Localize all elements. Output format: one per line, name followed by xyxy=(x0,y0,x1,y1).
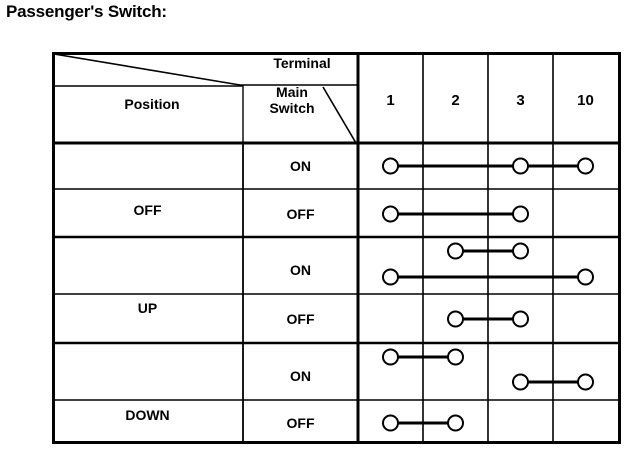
header-main-switch-label: Main Switch xyxy=(269,84,315,116)
main-switch-state-4: ON xyxy=(290,368,311,384)
continuity-layer xyxy=(382,157,594,432)
passenger-switch-continuity-table: Terminal Position Main Switch 1 2 3 10 OFF U… xyxy=(52,52,621,444)
header-position-label: Position xyxy=(124,96,180,112)
main-switch-state-2: ON xyxy=(290,262,311,278)
main-switch-state-1: OFF xyxy=(286,206,315,222)
terminal-header-3: 3 xyxy=(516,92,525,109)
position-label-up: UP xyxy=(137,300,158,316)
page-title: Passenger's Switch: xyxy=(6,2,167,21)
position-label-down: DOWN xyxy=(125,407,170,423)
position-label-off: OFF xyxy=(133,202,162,218)
table-grid-and-continuity-graphic xyxy=(52,52,621,444)
main-switch-state-3: OFF xyxy=(286,311,315,327)
main-switch-state-0: ON xyxy=(290,158,311,174)
terminal-header-1: 1 xyxy=(386,92,395,109)
terminal-header-2: 2 xyxy=(451,92,460,109)
main-switch-state-5: OFF xyxy=(286,415,315,431)
terminal-header-10: 10 xyxy=(577,92,594,109)
header-terminal-label: Terminal xyxy=(273,55,331,71)
grid-lines xyxy=(52,52,621,444)
